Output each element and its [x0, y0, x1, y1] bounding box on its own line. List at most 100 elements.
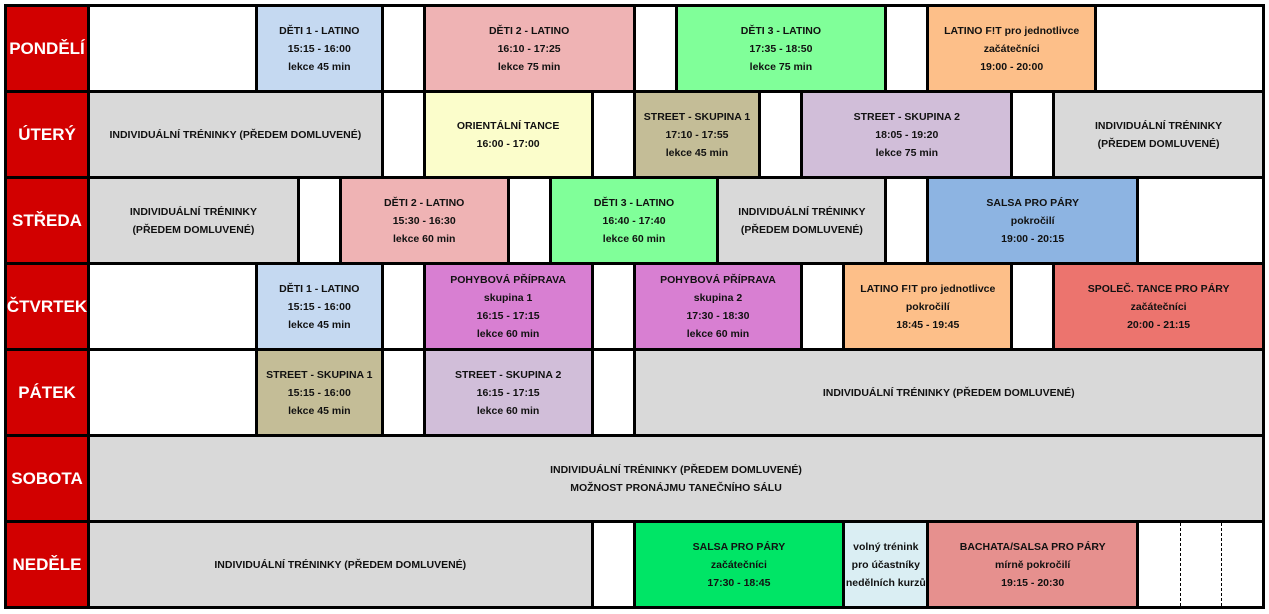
class-text-line: LATINO F!T pro jednotlivce	[860, 282, 996, 295]
class-block: INDIVIDUÁLNÍ TRÉNINKY (PŘEDEM DOMLUVENÉ)	[90, 93, 381, 176]
class-block: SALSA PRO PÁRY pokročilí 19:00 - 20:15	[929, 179, 1137, 262]
empty-slot	[1139, 179, 1262, 262]
empty-slot	[1013, 265, 1053, 348]
class-text-line: INDIVIDUÁLNÍ TRÉNINKY (PŘEDEM DOMLUVENÉ)	[109, 128, 362, 141]
class-text-line: STREET - SKUPINA 1	[266, 368, 373, 381]
class-text-line: POHYBOVÁ PŘÍPRAVA	[450, 273, 566, 286]
day-label: NEDĚLE	[7, 523, 87, 606]
class-text-line: mírně pokročilí	[995, 558, 1071, 571]
empty-slot	[299, 179, 339, 262]
class-text-line: MOŽNOST PRONÁJMU TANEČNÍHO SÁLU	[570, 481, 782, 494]
class-block: DĚTI 3 - LATINO 16:40 - 17:40 lekce 60 min	[551, 179, 717, 262]
class-text-line: začátečníci	[1130, 300, 1187, 313]
empty-slot	[90, 265, 255, 348]
class-text-line: INDIVIDUÁLNÍ TRÉNINKY (PŘEDEM DOMLUVENÉ)	[822, 386, 1075, 399]
empty-slot	[90, 7, 255, 90]
class-block: INDIVIDUÁLNÍ TRÉNINKY (PŘEDEM DOMLUVENÉ)	[719, 179, 885, 262]
empty-slot	[593, 93, 633, 176]
class-text-line: DĚTI 2 - LATINO	[488, 24, 570, 37]
empty-slot	[593, 351, 633, 434]
class-block: SALSA PRO PÁRY začátečníci 17:30 - 18:45	[635, 523, 843, 606]
empty-slot	[593, 265, 633, 348]
day-label: PONDĚLÍ	[7, 7, 87, 90]
class-block: BACHATA/SALSA PRO PÁRY mírně pokročilí 19:…	[929, 523, 1137, 606]
class-block: LATINO F!T pro jednotlivce začátečníci 19:…	[929, 7, 1095, 90]
class-block: INDIVIDUÁLNÍ TRÉNINKY (PŘEDEM DOMLUVENÉ)	[90, 179, 297, 262]
class-text-line: 16:40 - 17:40	[602, 214, 666, 227]
class-text-line: nedělních kurzů	[845, 576, 926, 589]
class-text-line: skupina 1	[483, 291, 533, 304]
class-text-line: 16:10 - 17:25	[497, 42, 561, 55]
class-text-line: lekce 60 min	[686, 327, 750, 340]
class-text-line: 18:05 - 19:20	[875, 128, 939, 141]
empty-slot	[1097, 7, 1262, 90]
class-text-line: 17:30 - 18:30	[686, 309, 750, 322]
dashed-divider	[1180, 523, 1182, 606]
empty-slot	[887, 179, 927, 262]
class-block: volný trénink pro účastníky nedělních kurz…	[845, 523, 927, 606]
class-text-line: STREET - SKUPINA 1	[643, 110, 751, 123]
class-text-line: SALSA PRO PÁRY	[692, 540, 786, 553]
class-text-line: SPOLEČ. TANCE PRO PÁRY	[1087, 282, 1230, 295]
class-text-line: 17:30 - 18:45	[707, 576, 771, 589]
class-text-line: SALSA PRO PÁRY	[986, 196, 1079, 209]
class-text-line: ORIENTÁLNÍ TANCE	[456, 119, 560, 132]
class-block: INDIVIDUÁLNÍ TRÉNINKY(PŘEDEM DOMLUVENÉ)	[1055, 93, 1262, 176]
empty-slot	[509, 179, 549, 262]
class-text-line: skupina 2	[693, 291, 743, 304]
day-label: PÁTEK	[7, 351, 87, 434]
empty-slot	[383, 351, 423, 434]
class-text-line: 19:15 - 20:30	[1001, 576, 1065, 589]
class-text-line: 19:00 - 20:00	[980, 60, 1044, 73]
class-text-line: (PŘEDEM DOMLUVENÉ)	[740, 223, 863, 236]
class-text-line: lekce 60 min	[392, 232, 456, 245]
empty-slot	[887, 7, 927, 90]
dashed-divider	[1221, 523, 1223, 606]
class-text-line: lekce 60 min	[602, 232, 666, 245]
class-text-line: 16:00 - 17:00	[476, 137, 540, 150]
class-text-line: DĚTI 3 - LATINO	[593, 196, 675, 209]
empty-slot	[383, 7, 423, 90]
class-text-line: 17:35 - 18:50	[749, 42, 813, 55]
empty-slot	[1139, 523, 1262, 606]
class-block: INDIVIDUÁLNÍ TRÉNINKY (PŘEDEM DOMLUVENÉ)…	[90, 437, 1262, 520]
class-text-line: 16:15 - 17:15	[476, 386, 540, 399]
empty-slot	[1013, 93, 1053, 176]
class-text-line: volný trénink	[853, 540, 919, 553]
class-block: INDIVIDUÁLNÍ TRÉNINKY (PŘEDEM DOMLUVENÉ)	[635, 351, 1262, 434]
class-text-line: lekce 75 min	[749, 60, 813, 73]
day-label: SOBOTA	[7, 437, 87, 520]
class-text-line: INDIVIDUÁLNÍ TRÉNINKY	[129, 205, 257, 218]
class-text-line: LATINO F!T pro jednotlivce	[944, 24, 1080, 37]
class-text-line: INDIVIDUÁLNÍ TRÉNINKY	[738, 205, 866, 218]
day-label: STŘEDA	[7, 179, 87, 262]
empty-slot	[761, 93, 801, 176]
class-text-line: lekce 45 min	[288, 404, 351, 417]
class-text-line: začátečníci	[983, 42, 1040, 55]
class-text-line: pokročilí	[1010, 214, 1055, 227]
class-text-line: DĚTI 3 - LATINO	[740, 24, 822, 37]
class-block: INDIVIDUÁLNÍ TRÉNINKY (PŘEDEM DOMLUVENÉ)	[90, 523, 591, 606]
class-text-line: (PŘEDEM DOMLUVENÉ)	[1097, 137, 1220, 150]
class-text-line: BACHATA/SALSA PRO PÁRY	[959, 540, 1106, 553]
class-text-line: lekce 60 min	[476, 327, 540, 340]
day-label: ČTVRTEK	[7, 265, 87, 348]
class-text-line: 17:10 - 17:55	[665, 128, 729, 141]
class-text-line: INDIVIDUÁLNÍ TRÉNINKY (PŘEDEM DOMLUVENÉ)	[550, 463, 802, 476]
class-text-line: začátečníci	[710, 558, 767, 571]
class-text-line: pro účastníky	[851, 558, 920, 571]
class-text-line: (PŘEDEM DOMLUVENÉ)	[132, 223, 255, 236]
class-text-line: 19:00 - 20:15	[1001, 232, 1065, 245]
class-text-line: lekce 60 min	[476, 404, 540, 417]
empty-slot	[635, 7, 675, 90]
class-text-line: STREET - SKUPINA 2	[454, 368, 562, 381]
